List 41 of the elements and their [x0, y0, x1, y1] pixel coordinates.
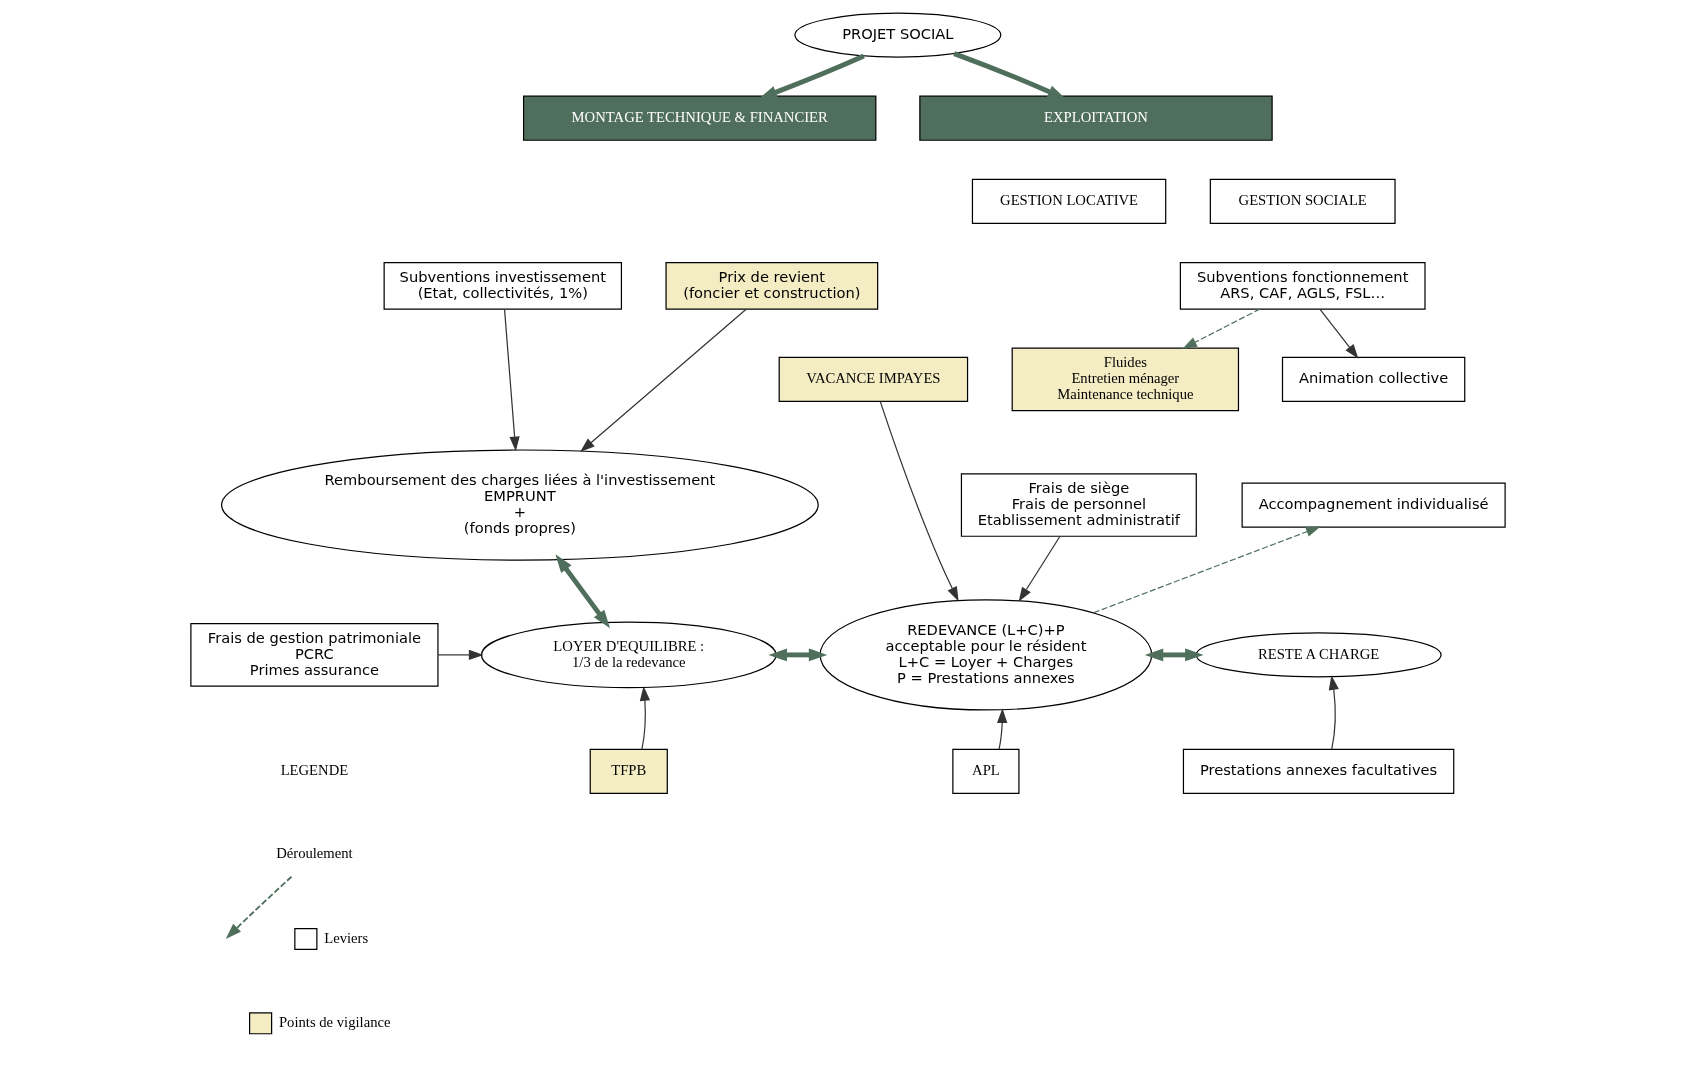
node-box: Fluides Entretien ménager Maintenance technique — [1011, 347, 1240, 412]
arrow — [1182, 308, 1261, 349]
node-ellipse: PROJET SOCIAL — [794, 12, 1002, 58]
node-box: EXPLOITATION — [919, 95, 1273, 141]
node-box: GESTION LOCATIVE — [971, 178, 1167, 225]
node-box: Accompagnement individualisé — [1241, 482, 1506, 528]
arrow — [1093, 526, 1321, 614]
arrow — [1144, 648, 1204, 662]
node-box: Animation collective — [1281, 356, 1466, 402]
arrow — [768, 648, 828, 662]
arrow — [953, 51, 1067, 100]
node-box: Prix de revient (foncier et construction) — [665, 261, 879, 310]
arrow — [639, 686, 651, 750]
arrow — [555, 554, 611, 629]
node-box: Subventions investissement (Etat, collectivités, 1%) — [383, 261, 623, 310]
label: LEGENDE — [280, 762, 349, 779]
node-box: Frais de gestion patrimoniale PCRC Primes assurance — [190, 623, 439, 687]
arrow — [997, 708, 1008, 750]
node-ellipse: RESTE A CHARGE — [1195, 632, 1442, 678]
node-ellipse: Remboursement des charges liées à l'investissement EMPRUNT + (fonds propres) — [221, 449, 819, 561]
node-box: APL — [952, 748, 1020, 795]
arrow — [879, 401, 959, 602]
node-box: TFPB — [589, 748, 668, 795]
legend-label: Leviers — [324, 929, 369, 946]
node-ellipse: REDEVANCE (L+C)+P acceptable pour le résident L+C = Loyer + Charges P = Prestations annexes — [819, 599, 1153, 711]
node-box: Prestations annexes facultatives — [1182, 748, 1455, 795]
node-box: Frais de siège Frais de personnel Etablissement administratif — [960, 473, 1197, 537]
node-box: GESTION SOCIALE — [1209, 178, 1396, 225]
arrow — [437, 649, 484, 661]
legend-label: Déroulement — [276, 845, 353, 862]
node-box: MONTAGE TECHNIQUE & FINANCIER — [522, 95, 877, 141]
node-box: Subventions fonctionnement ARS, CAF, AGLS, FSL… — [1179, 261, 1426, 310]
legend-label: Points de vigilance — [278, 1014, 391, 1031]
node-ellipse: LOYER D'EQUILIBRE : 1/3 de la redevance — [480, 621, 777, 689]
node-box: VACANCE IMPAYES — [778, 356, 969, 402]
arrow — [503, 308, 520, 452]
arrow — [580, 308, 747, 452]
arrow — [1018, 535, 1061, 602]
arrow — [758, 53, 865, 99]
arrow — [1319, 308, 1359, 359]
arrow — [1328, 675, 1339, 750]
